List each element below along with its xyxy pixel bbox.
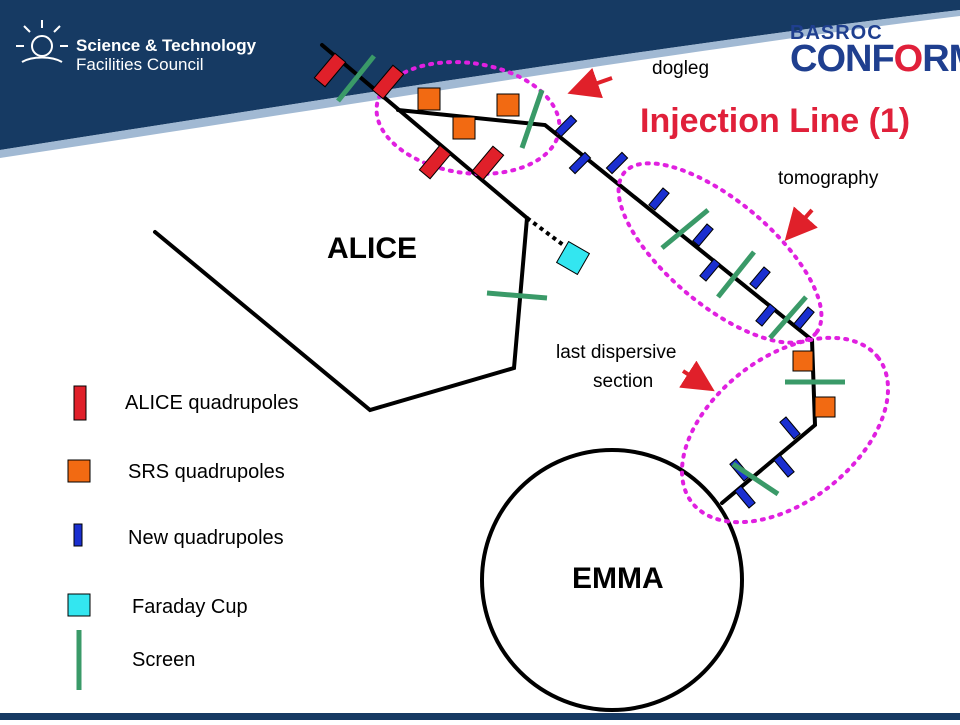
- tomography-highlight: [616, 161, 824, 345]
- screen-marker: [660, 208, 710, 250]
- org-line-1: Science & Technology: [76, 36, 257, 55]
- srs-quad: [452, 116, 476, 140]
- new-quad: [773, 454, 795, 478]
- alice-quad: [418, 144, 452, 180]
- screen-marker: [716, 250, 756, 299]
- stfc-logo-icon: [16, 20, 68, 63]
- new-quad: [793, 306, 815, 330]
- new-quad: [605, 151, 629, 175]
- page-title: Injection Line (1): [640, 102, 911, 140]
- logo-main-a: CONF: [790, 38, 895, 80]
- tomography-arrow: [784, 206, 818, 242]
- srs-quadrupoles: [417, 87, 836, 418]
- dogleg-arrow: [567, 67, 613, 99]
- new-quad: [568, 151, 592, 175]
- legend-label-screen: Screen: [132, 649, 196, 671]
- legend-label-new-quad: New quadrupoles: [128, 527, 284, 549]
- faraday-branch-line: [525, 216, 572, 252]
- dispersive-label-line2: section: [593, 371, 654, 392]
- organisation-name: Science & Technology Facilities Council: [76, 36, 256, 74]
- faraday-cup: [555, 240, 591, 276]
- new-quad: [779, 416, 801, 440]
- dispersive-label-line1: last dispersive: [556, 342, 677, 363]
- new-quad: [648, 187, 670, 211]
- srs-quad: [792, 350, 814, 372]
- screen-marker: [486, 290, 548, 301]
- logo-main-c: RM: [922, 38, 960, 80]
- new-quad: [749, 266, 771, 290]
- alice-quad: [371, 64, 405, 100]
- alice-quad: [471, 145, 505, 181]
- tomography-label: tomography: [778, 168, 879, 189]
- alice-quad: [313, 52, 347, 88]
- faraday-cup-icon: [67, 593, 91, 617]
- screens: [336, 54, 845, 497]
- logo-main-b: O: [893, 38, 924, 80]
- new-quad: [554, 114, 578, 138]
- srs-quad-icon: [67, 459, 91, 483]
- srs-quad: [417, 87, 441, 111]
- new-quad: [692, 223, 714, 247]
- new-quad-icon: [73, 523, 83, 547]
- alice-beamline: [153, 43, 529, 413]
- dispersive-highlight: [679, 335, 891, 525]
- new-quad: [755, 303, 777, 327]
- legend-symbols: [67, 385, 91, 690]
- srs-quad: [814, 396, 836, 418]
- footer-bar: [0, 713, 960, 720]
- dispersive-arrow: [679, 360, 715, 392]
- legend-label-alice-quad: ALICE quadrupoles: [125, 392, 299, 414]
- org-line-2: Facilities Council: [76, 55, 204, 74]
- screen-marker: [519, 89, 545, 149]
- emma-label: EMMA: [572, 562, 664, 595]
- logo-main-text: CONFORM: [790, 38, 960, 81]
- srs-quad: [496, 93, 520, 117]
- header-band: [0, 0, 960, 158]
- injection-beamline: [396, 108, 818, 505]
- annotation-arrows: [567, 67, 818, 392]
- new-quad: [699, 258, 721, 282]
- dogleg-label: dogleg: [652, 58, 710, 79]
- screen-marker: [336, 54, 376, 103]
- new-quad: [734, 485, 756, 509]
- screen-marker: [731, 461, 780, 497]
- alice-quad-icon: [73, 385, 87, 421]
- alice-label: ALICE: [327, 232, 417, 265]
- legend-label-faraday-cup: Faraday Cup: [132, 596, 248, 618]
- emma-ring: [480, 448, 744, 712]
- alice-quadrupoles: [313, 52, 505, 181]
- logo-top-text: BASROC: [790, 22, 883, 44]
- legend-label-srs-quad: SRS quadrupoles: [128, 461, 285, 483]
- screen-marker: [768, 295, 808, 340]
